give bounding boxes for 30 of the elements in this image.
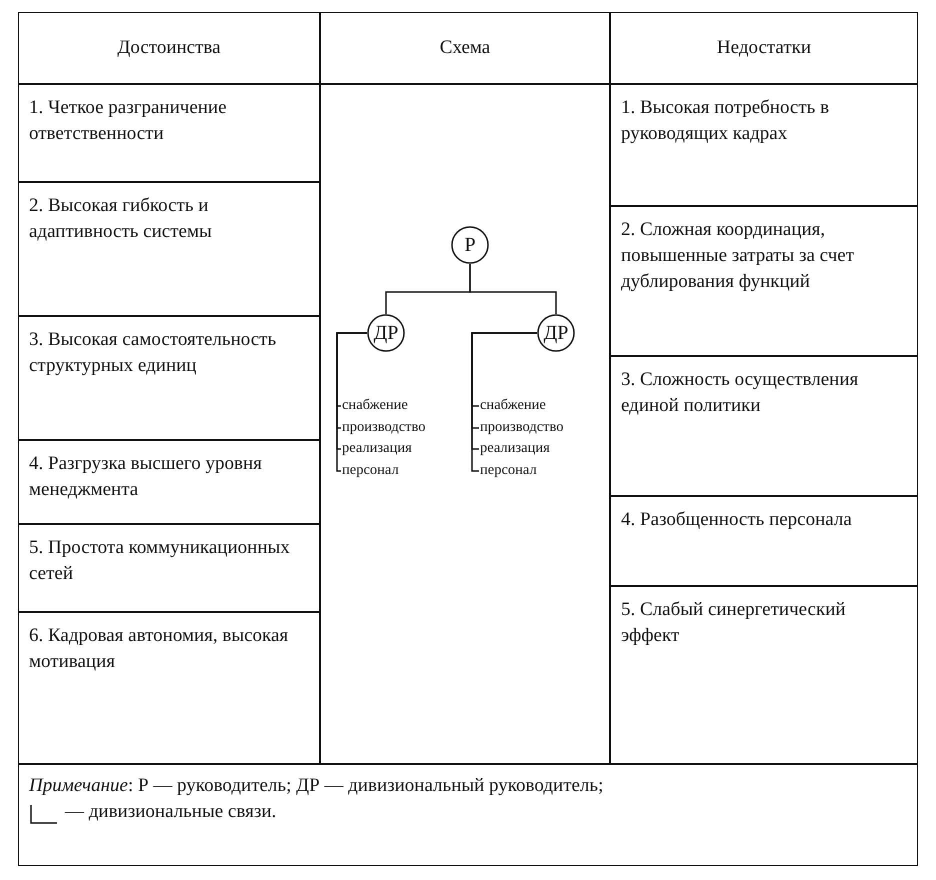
table-cell: 4. Разгрузка высшего уровня менеджмента [18,440,320,524]
function-label: персонал [342,463,399,478]
table-cell: 1. Четкое разграничение ответственности [18,84,320,182]
table-cell: 2. Сложная координация, повышенные затраты за счет дублирования функций [610,206,918,356]
note-text: Примечание: Р — руководитель; ДР — дивизиональный руководитель; [29,774,604,798]
note-text: — дивизиональные связи. [65,800,276,824]
function-label: производство [342,420,426,434]
connector-line [469,264,557,314]
function-label: снабжение [342,398,408,412]
function-label: реализация [480,441,550,456]
table-cell: 5. Слабый синергетический эффект [610,586,918,764]
column-header: Достоинства [18,12,320,84]
division-manager-circle: ДР [367,314,405,352]
connector-line [471,332,537,472]
column-header: Недостатки [610,12,918,84]
table-cell: 1. Высокая потребность в руководящих кадрах [610,84,918,206]
manager-circle: Р [451,226,489,264]
table-cell: 5. Простота коммуникационных сетей [18,524,320,612]
division-manager-circle: ДР [537,314,575,352]
table-cell: 4. Разобщенность персонала [610,496,918,586]
connector-line [336,332,367,472]
function-label: производство [480,420,564,434]
table-cell: 3. Высокая самостоятельность структурных единиц [18,316,320,440]
table-cell: 6. Кадровая автономия, высокая мотивация [18,612,320,764]
function-label: снабжение [480,398,546,412]
function-label: реализация [342,441,412,456]
table-cell: 2. Высокая гибкость и адаптивность системы [18,182,320,316]
function-label: персонал [480,463,537,478]
table-cell: 3. Сложность осуществления единой политики [610,356,918,496]
column-header: Схема [320,12,610,84]
